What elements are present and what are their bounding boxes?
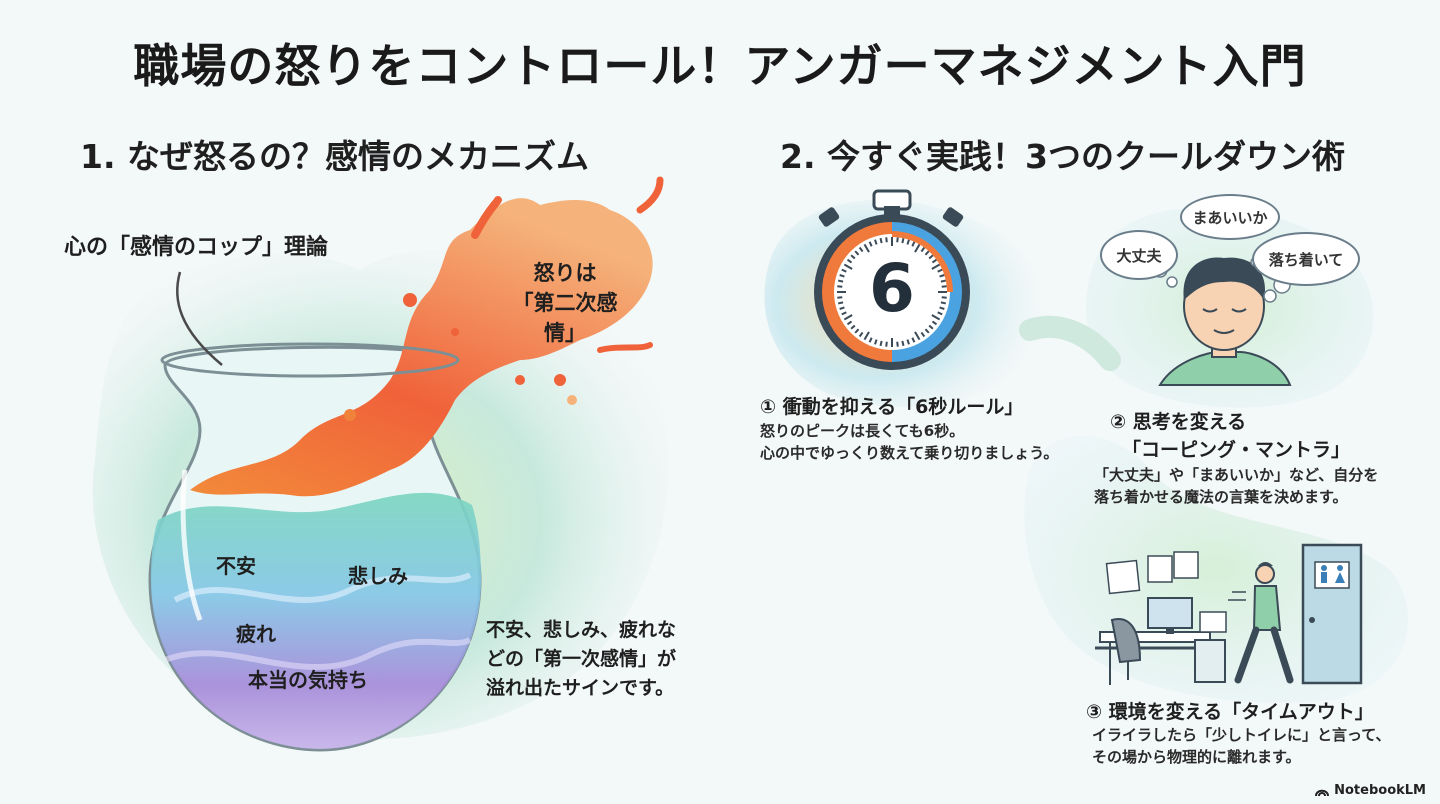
theory-label: 心の「感情のコップ」理論: [64, 235, 329, 260]
stopwatch-tick: [920, 246, 926, 253]
tip2-body: 「大丈夫」や「まあいいか」など、自分を 落ち着かせる魔法の言葉を決めます。: [1094, 464, 1378, 508]
stopwatch-tick: [837, 296, 843, 299]
tip2-title-line2: 「コーピング・マントラ」: [1122, 439, 1351, 461]
stopwatch-tick: [879, 237, 883, 244]
anger-label-line1: 怒りは: [533, 261, 597, 285]
section-heading-mechanism: 1. なぜ怒るの？感情のメカニズム: [80, 137, 589, 176]
tip3-body: イライラしたら「少しトイレに」と言って、 その場から物理的に離れます。: [1092, 724, 1391, 768]
emotion-anxiety: 不安: [216, 554, 256, 578]
caption-line: 溢れ出たサインです。: [486, 677, 675, 699]
stopwatch-tick: [928, 254, 934, 260]
stopwatch-tick: [841, 268, 847, 273]
stopwatch-tick: [879, 340, 883, 347]
stopwatch-tick: [841, 311, 847, 316]
stopwatch-tick: [843, 263, 853, 270]
stopwatch-tick: [846, 320, 853, 326]
stopwatch-tick: [937, 268, 943, 273]
stopwatch-tick: [939, 306, 945, 310]
stopwatch-tick: [868, 241, 873, 247]
stopwatch-tick: [896, 341, 899, 347]
stopwatch-tick: [837, 279, 844, 283]
stopwatch-tick: [901, 340, 905, 347]
stopwatch-tick: [931, 320, 938, 326]
emotion-true-feelings: 本当の気持ち: [248, 668, 368, 692]
tip3-line: イライラしたら「少しトイレに」と言って、: [1092, 726, 1391, 744]
stopwatch-tick: [914, 243, 921, 253]
mechanism-caption: 不安、悲しみ、疲れな どの「第一次感情」が 溢れ出たサインです。: [486, 616, 676, 703]
stopwatch-tick: [874, 239, 878, 245]
stopwatch-tick: [931, 263, 941, 270]
tip1-body: 怒りのピークは長くても6秒。 心の中でゆっくり数えて乗り切りましょう。: [760, 420, 1058, 464]
stopwatch-tick: [839, 306, 845, 310]
stopwatch-tick: [928, 324, 934, 330]
stopwatch-tick: [941, 285, 947, 288]
section-heading-cooldown: 2. 今すぐ実践！3つのクールダウン術: [780, 137, 1345, 176]
notebooklm-logo-icon: [1315, 789, 1330, 796]
stopwatch-tick: [901, 237, 905, 244]
stopwatch-tick: [863, 243, 870, 253]
stopwatch-tick: [854, 328, 860, 334]
stopwatch-tick: [858, 331, 864, 338]
stopwatch-tick: [931, 258, 938, 264]
tip1-line: 怒りのピークは長くても6秒。: [760, 422, 965, 440]
stopwatch-tick: [858, 246, 864, 253]
tip3-line: その場から物理的に離れます。: [1092, 748, 1301, 766]
stopwatch-tick: [854, 250, 860, 256]
tip1-line: 心の中でゆっくり数えて乗り切りましょう。: [760, 444, 1059, 462]
stopwatch-tick: [839, 274, 845, 278]
tip2-line: 「大丈夫」や「まあいいか」など、自分を: [1094, 466, 1379, 484]
caption-line: 不安、悲しみ、疲れな: [486, 619, 677, 641]
timer-number: 6: [869, 250, 915, 327]
emotion-sadness: 悲しみ: [348, 564, 408, 588]
tip1-title: ① 衝動を抑える「6秒ルール」: [760, 396, 1024, 418]
stopwatch-tick: [924, 250, 930, 256]
caption-line: どの「第一次感情」が: [486, 648, 677, 670]
stopwatch-tick: [937, 311, 943, 316]
stopwatch-tick: [885, 237, 888, 243]
stopwatch-tick: [931, 314, 941, 321]
stopwatch-tick: [850, 254, 856, 260]
tip2-title-line1: ② 思考を変える: [1110, 411, 1247, 433]
notebooklm-watermark: NotebookLM: [1315, 783, 1426, 798]
stopwatch-tick: [920, 331, 926, 338]
stopwatch-tick: [868, 337, 873, 343]
stopwatch-tick: [850, 324, 856, 330]
stopwatch-tick: [837, 301, 844, 305]
emotion-fatigue: 疲れ: [236, 622, 276, 646]
thought-bubble-maaiika: まあいいか: [1180, 194, 1280, 240]
tip2-title: ② 思考を変える 「コーピング・マントラ」: [1110, 408, 1350, 464]
tip2-line: 落ち着かせる魔法の言葉を決めます。: [1094, 488, 1348, 506]
stopwatch-tick: [906, 339, 910, 345]
tip3-title: ③ 環境を変える「タイムアウト」: [1086, 701, 1374, 723]
stopwatch-tick: [941, 296, 947, 299]
stopwatch-tick: [885, 341, 888, 347]
stopwatch-tick: [843, 314, 853, 321]
anger-label: 怒りは 「第二次感情」: [500, 258, 630, 348]
stopwatch-tick: [940, 301, 947, 305]
stopwatch-tick: [846, 258, 853, 264]
stopwatch-tick: [863, 331, 870, 341]
stopwatch-tick: [940, 279, 947, 283]
stopwatch-tick: [911, 241, 916, 247]
stopwatch-tick: [939, 274, 945, 278]
stopwatch-tick: [874, 339, 878, 345]
thought-bubble-daijoubu: 大丈夫: [1100, 230, 1178, 280]
stopwatch-tick: [837, 285, 843, 288]
stopwatch-tick: [906, 239, 910, 245]
anger-label-line2: 「第二次感情」: [512, 291, 618, 345]
stopwatch-tick: [924, 328, 930, 334]
stopwatch-tick: [914, 331, 921, 341]
footer-label: NotebookLM: [1334, 783, 1426, 798]
thought-bubble-ochitsuite: 落ち着いて: [1252, 232, 1360, 286]
stopwatch-tick: [896, 237, 899, 243]
page-title: 職場の怒りをコントロール！アンガーマネジメント入門: [133, 39, 1307, 93]
stopwatch-tick: [911, 337, 916, 343]
